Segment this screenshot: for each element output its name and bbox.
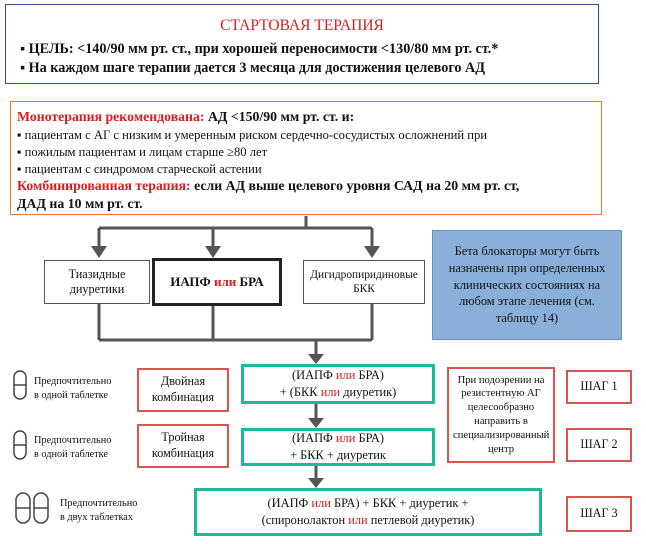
step3-text: (ИАПФ или БРА) + БКК + диуретик + (спиро…: [261, 496, 475, 527]
combo-heading: Комбинированная терапия:: [17, 178, 191, 193]
thiazide-box: Тиазидные диуретики: [44, 260, 150, 304]
single-pill-icon: [13, 370, 27, 400]
combo-heading-line: Комбинированная терапия: если АД выше це…: [17, 178, 519, 194]
step3-regimen: (ИАПФ или БРА) + БКК + диуретик + (спиро…: [194, 488, 542, 536]
mono-item: ▪ пациентам с синдромом старческой астен…: [17, 162, 262, 176]
mono-item: ▪ пожилым пациентам и лицам старше ≥80 л…: [17, 145, 268, 159]
dhp-label: Дигидропиридиновые БКК: [310, 268, 418, 295]
single-pill-icon: [13, 430, 27, 460]
thiazide-label: Тиазидные диуретики: [68, 266, 126, 296]
resistant-text: При подозрении на резистентную АГ целесо…: [453, 374, 550, 455]
triple-combination-label: Тройная комбинация: [137, 424, 229, 468]
dual-text: Двойная комбинация: [151, 374, 215, 404]
mono-item-text: пожилым пациентам и лицам старше ≥80 лет: [24, 145, 268, 159]
resistant-ah-note: При подозрении на резистентную АГ целесо…: [447, 367, 555, 463]
months-line: ▪ На каждом шаге терапии дается 3 месяца…: [20, 60, 486, 76]
beta-blockers-note: Бета блокаторы могут быть назначены при …: [432, 230, 622, 340]
step-2-label: ШАГ 2: [566, 428, 632, 462]
mono-heading-line: Монотерапия рекомендована: АД <150/90 мм…: [17, 109, 354, 125]
goal-text: ЦЕЛЬ: <140/90 мм рт. ст., при хорошей пе…: [28, 41, 499, 57]
start-title: СТАРТОВАЯ ТЕРАПИЯ: [220, 17, 384, 34]
two-pills-icon: [15, 492, 49, 524]
dual-combination-label: Двойная комбинация: [137, 368, 229, 412]
mono-item-text: пациентам с синдромом старческой астении: [24, 162, 262, 176]
step2-regimen: (ИАПФ или БРА) + БКК + диуретик: [241, 428, 435, 466]
combo-rest2: ДАД на 10 мм рт. ст.: [17, 196, 143, 211]
triple-text: Тройная комбинация: [151, 430, 215, 460]
combo-rest-line: ДАД на 10 мм рт. ст.: [17, 196, 143, 212]
step-1-label: ШАГ 1: [566, 370, 632, 404]
goal-line: ▪ ЦЕЛЬ: <140/90 мм рт. ст., при хорошей …: [20, 41, 499, 57]
mono-heading-rest: АД <150/90 мм рт. ст. и:: [204, 109, 355, 124]
acei-arb-label: ИАПФ или БРА: [170, 273, 264, 289]
step-1-text: ШАГ 1: [580, 379, 618, 394]
step-2-text: ШАГ 2: [580, 437, 618, 452]
step1-text: (ИАПФ или БРА) + (БКК или диуретик): [279, 368, 397, 399]
combo-rest: если АД выше целевого уровня САД на 20 м…: [190, 178, 520, 193]
monotherapy-box: Монотерапия рекомендована: АД <150/90 мм…: [10, 101, 602, 215]
step2-text: (ИАПФ или БРА) + БКК + диуретик: [290, 431, 386, 462]
mono-item: ▪ пациентам с АГ с низким и умеренным ри…: [17, 128, 487, 142]
dhp-ccb-box: Дигидропиридиновые БКК: [303, 260, 425, 304]
start-therapy-box: СТАРТОВАЯ ТЕРАПИЯ ▪ ЦЕЛЬ: <140/90 мм рт.…: [5, 4, 599, 84]
months-text: На каждом шаге терапии дается 3 месяца д…: [28, 60, 486, 76]
step1-regimen: (ИАПФ или БРА) + (БКК или диуретик): [241, 364, 435, 404]
mono-item-text: пациентам с АГ с низким и умеренным риск…: [24, 128, 487, 142]
step-3-text: ШАГ 3: [580, 506, 618, 521]
beta-text: Бета блокаторы могут быть назначены при …: [448, 244, 606, 326]
step-3-label: ШАГ 3: [566, 496, 632, 532]
mono-heading: Монотерапия рекомендована:: [17, 109, 205, 124]
acei-arb-box: ИАПФ или БРА: [152, 258, 282, 306]
